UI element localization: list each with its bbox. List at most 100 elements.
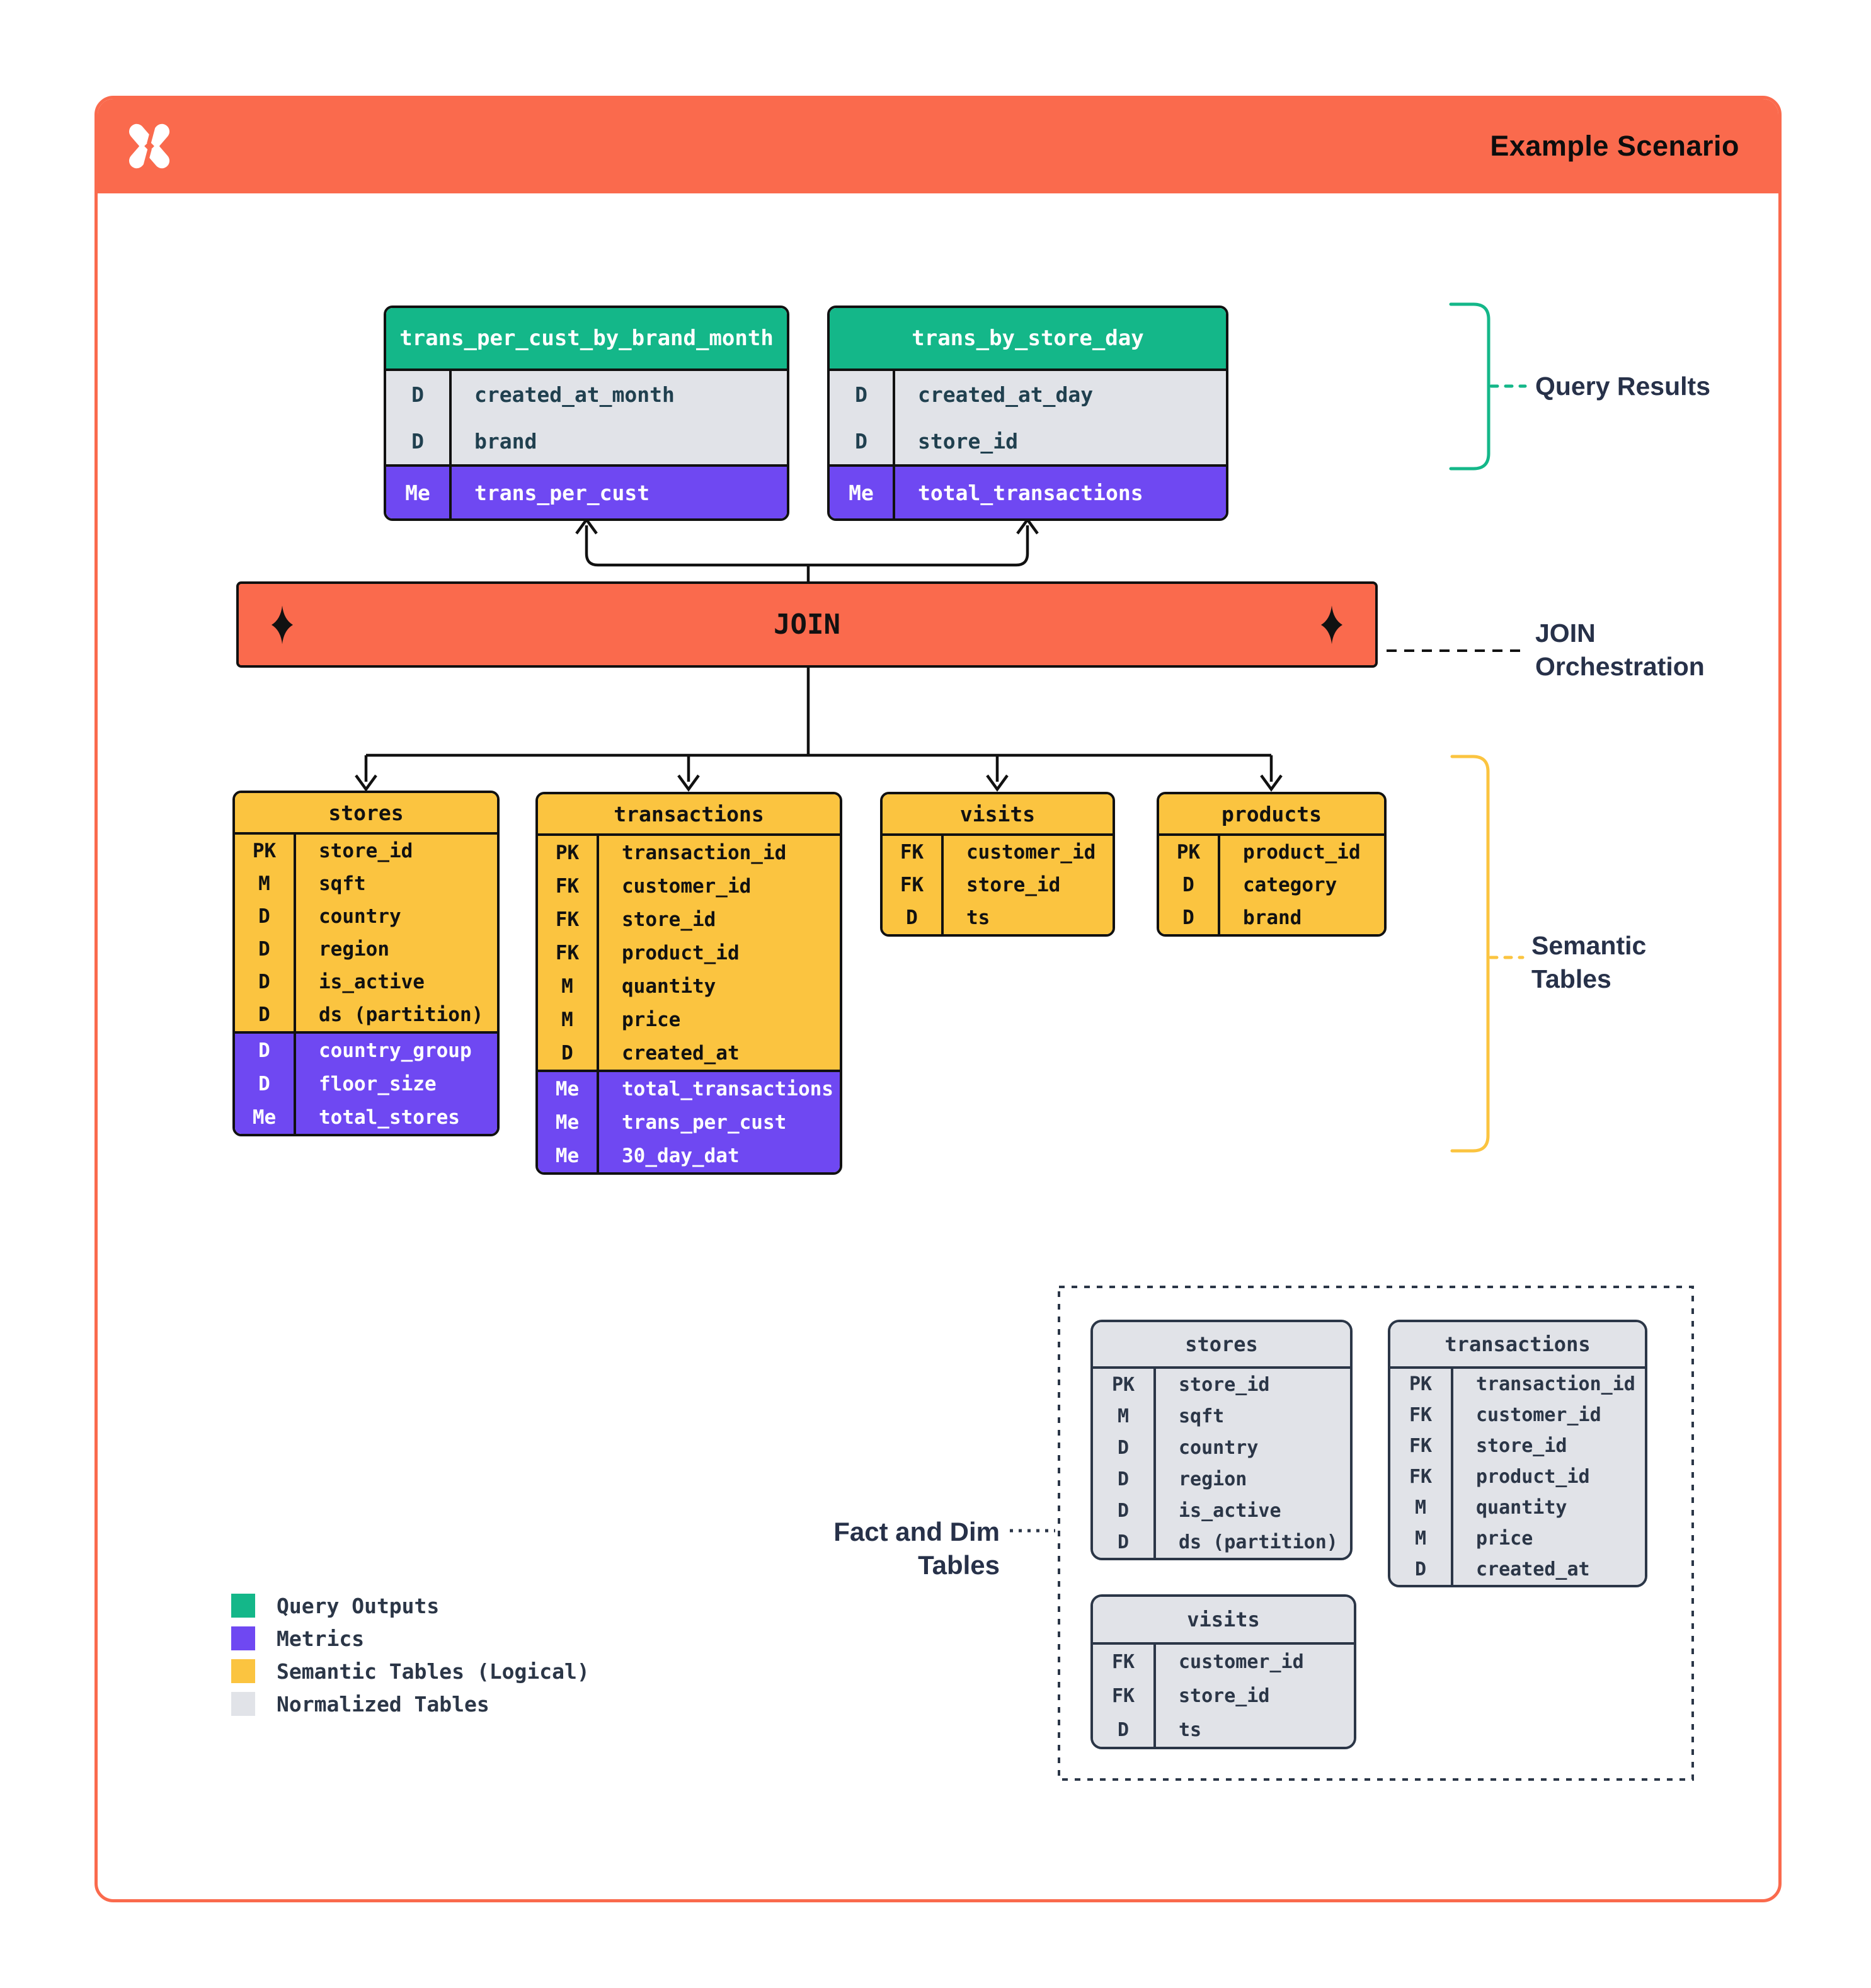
row-field: trans_per_cust: [622, 1111, 787, 1134]
row-key: M: [1390, 1492, 1453, 1523]
row-field: region: [1179, 1468, 1247, 1490]
row-field: price: [622, 1008, 681, 1031]
row-key: FK: [1390, 1461, 1453, 1492]
row-field: transaction_id: [1476, 1373, 1635, 1395]
row-field: brand: [474, 428, 537, 454]
row-field: store_id: [1179, 1684, 1270, 1707]
row-key: D: [235, 998, 296, 1031]
row-key: PK: [1390, 1369, 1453, 1400]
row-key: FK: [538, 869, 599, 903]
semantic-tables-line2: Tables: [1531, 964, 1611, 993]
join-to-semantic-connector: [355, 668, 1283, 792]
legend-item: Query Outputs: [231, 1589, 590, 1622]
row-key: D: [1093, 1526, 1156, 1558]
row-field: quantity: [622, 974, 716, 998]
row-key: M: [235, 867, 296, 900]
legend-label: Query Outputs: [277, 1593, 440, 1618]
row-field: sqft: [319, 872, 366, 895]
row-key: D: [1093, 1713, 1156, 1747]
row-key: D: [235, 900, 296, 933]
row-key: PK: [235, 835, 296, 867]
scenario-card: Example Scenario: [94, 96, 1782, 1902]
row-key: Me: [235, 1100, 296, 1134]
row-field: total_transactions: [918, 480, 1143, 505]
row-key: D: [883, 901, 944, 934]
row-field: customer_id: [1476, 1404, 1601, 1426]
row-field: created_at_day: [918, 382, 1094, 407]
row-key: FK: [1390, 1431, 1453, 1461]
row-field: store_id: [1476, 1435, 1567, 1457]
table-title: trans_per_cust_by_brand_month: [386, 308, 787, 371]
join-label: JOIN: [774, 608, 840, 641]
semantic-tables-label: Semantic Tables: [1531, 929, 1646, 996]
legend-swatch-icon: [231, 1626, 255, 1650]
table-title: visits: [1093, 1597, 1354, 1645]
row-key: Me: [830, 467, 895, 518]
join-orchestration-line1: JOIN: [1535, 619, 1596, 648]
row-field: category: [1243, 874, 1337, 896]
row-field: price: [1476, 1528, 1533, 1550]
row-key: D: [538, 1036, 599, 1070]
row-field: quantity: [1476, 1497, 1567, 1519]
row-field: trans_per_cust: [474, 480, 650, 505]
diamond-icon: [272, 605, 293, 644]
semantic-tables-bracket: [1450, 755, 1525, 1153]
row-field: ts: [966, 906, 990, 929]
row-field: ts: [1179, 1718, 1202, 1741]
row-key: Me: [538, 1072, 599, 1105]
row-key: D: [1390, 1554, 1453, 1585]
table-title: stores: [1093, 1322, 1350, 1369]
table-row: PK transaction_id: [1390, 1369, 1645, 1400]
semantic-tables-line1: Semantic: [1531, 931, 1647, 960]
row-field: created_at_month: [474, 382, 675, 407]
row-field: sqft: [1179, 1405, 1225, 1427]
row-key: PK: [1093, 1369, 1156, 1400]
row-field: product_id: [1243, 841, 1361, 864]
table-row: Me total_transactions: [830, 467, 1226, 518]
row-field: country: [1179, 1436, 1259, 1459]
table-title: products: [1159, 794, 1384, 836]
join-orchestration-line2: Orchestration: [1535, 652, 1705, 681]
fact-dim-label: Fact and Dim Tables: [833, 1517, 1000, 1580]
table-title: transactions: [1390, 1322, 1645, 1369]
row-field: store_id: [622, 908, 716, 931]
row-key: PK: [1159, 836, 1220, 869]
table-title: trans_by_store_day: [830, 308, 1226, 371]
page-title: Example Scenario: [1490, 130, 1739, 162]
row-field: region: [319, 938, 389, 961]
